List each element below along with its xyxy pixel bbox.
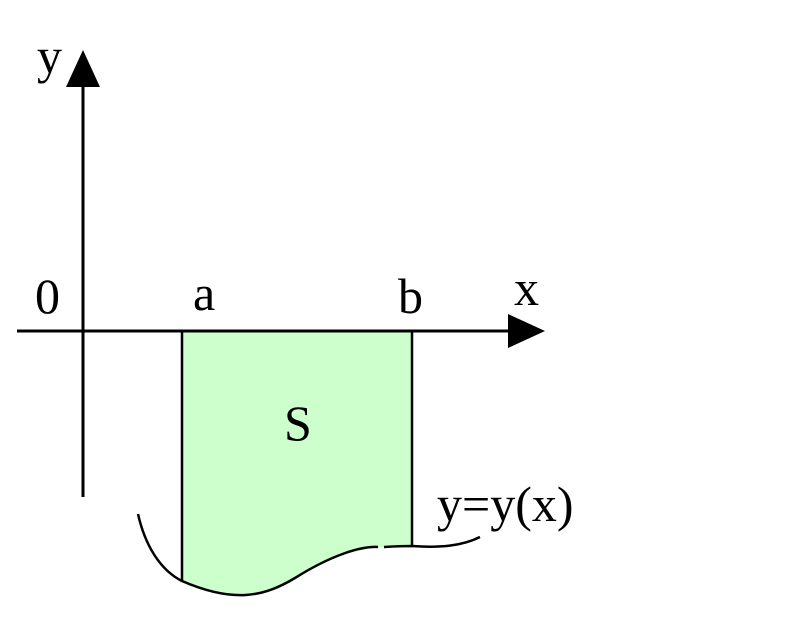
y-axis-label: y — [37, 28, 62, 84]
x-axis-label: x — [514, 260, 539, 316]
region-label: S — [284, 395, 312, 451]
x-axis-arrow-icon — [508, 314, 545, 348]
b-label: b — [398, 268, 423, 324]
curve-label: y=y(x) — [437, 476, 574, 532]
region-s — [182, 331, 412, 596]
a-label: a — [193, 265, 215, 321]
curve-y-of-x — [136, 513, 379, 597]
y-axis-arrow-icon — [66, 50, 100, 87]
curve-y-of-x-tail — [383, 535, 481, 549]
origin-label: 0 — [35, 268, 60, 324]
